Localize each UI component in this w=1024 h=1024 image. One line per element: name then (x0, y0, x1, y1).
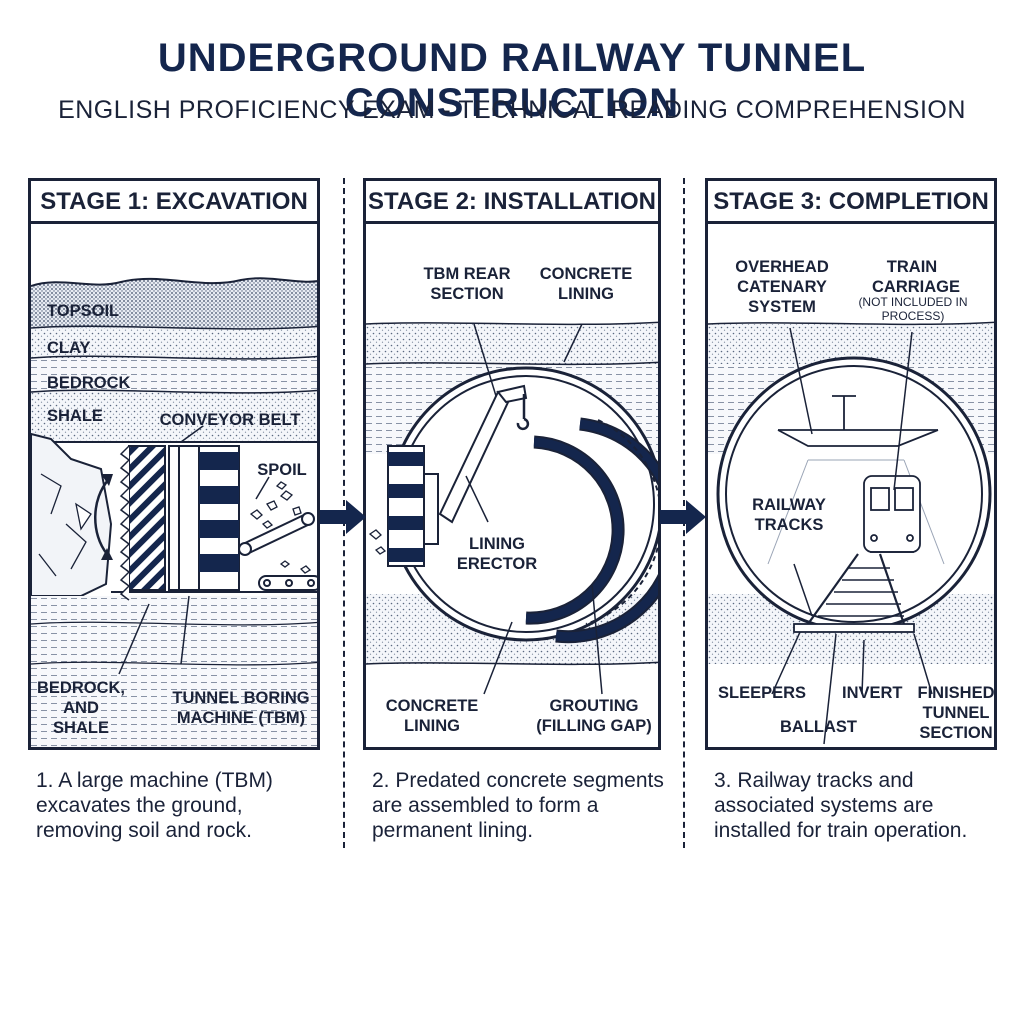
stage-3-panel: STAGE 3: COMPLETION (705, 178, 997, 750)
tbm-label: TUNNEL BORING MACHINE (TBM) (172, 689, 310, 727)
ballast-label: BALLAST (780, 718, 857, 736)
crane-hook-icon (516, 394, 530, 431)
concrete-lining-top-label: CONCRETE LINING (539, 265, 633, 303)
bedrock-label: BEDROCK (47, 374, 131, 392)
invert-label: INVERT (842, 684, 903, 702)
conveyor-belt-label: CONVEYOR BELT (159, 411, 301, 429)
stage-2-heading: STAGE 2: INSTALLATION (366, 181, 658, 224)
right-arrow-icon (320, 500, 366, 534)
train-carriage-label: TRAIN CARRIAGE (872, 258, 961, 296)
stage-1-heading: STAGE 1: EXCAVATION (31, 181, 317, 224)
sleepers-label: SLEEPERS (718, 684, 807, 702)
spoil-label: SPOIL (257, 461, 307, 479)
stage-3-heading: STAGE 3: COMPLETION (708, 181, 994, 224)
stage-3-illustration (708, 321, 994, 747)
shale-label: SHALE (47, 407, 103, 425)
lining-erector-label: LINING ERECTOR (456, 535, 538, 573)
stage-2-caption: 2. Predated concrete segments are assemb… (372, 769, 664, 842)
page-subtitle: ENGLISH PROFICIENCY EXAM - TECHNICAL REA… (58, 96, 966, 124)
finished-tunnel-label: FINISHED TUNNEL SECTION (917, 684, 995, 742)
right-arrow-icon (660, 500, 706, 534)
train-icon (863, 475, 921, 553)
bedrock-and-shale-label: BEDROCK, AND SHALE (36, 679, 125, 737)
cutter-head-icon (119, 445, 166, 601)
grouting-label: GROUTING (FILLING GAP) (536, 697, 652, 735)
stage-2-illustration (366, 321, 658, 747)
clay-label: CLAY (47, 339, 91, 357)
topsoil-label: TOPSOIL (47, 302, 120, 320)
tbm-rear-section-label: TBM REAR SECTION (423, 265, 511, 303)
concrete-lining-bottom-label: CONCRETE LINING (385, 697, 479, 735)
stage-3-caption: 3. Railway tracks and associated systems… (714, 769, 968, 842)
train-note: (NOT INCLUDED IN PROCESS) (858, 295, 968, 323)
stage-1-panel: STAGE 1: EXCAVATION (28, 178, 320, 750)
stage-2-panel: STAGE 2: INSTALLATION (363, 178, 661, 750)
page-title: UNDERGROUND RAILWAY TUNNEL CONSTRUCTION (157, 36, 867, 125)
overhead-catenary-label: OVERHEAD CATENARY SYSTEM (735, 258, 829, 316)
stage-1-illustration (31, 277, 317, 747)
stage-1-caption: 1. A large machine (TBM) excavates the g… (36, 769, 273, 842)
railway-tracks-label: RAILWAY TRACKS (752, 496, 826, 534)
